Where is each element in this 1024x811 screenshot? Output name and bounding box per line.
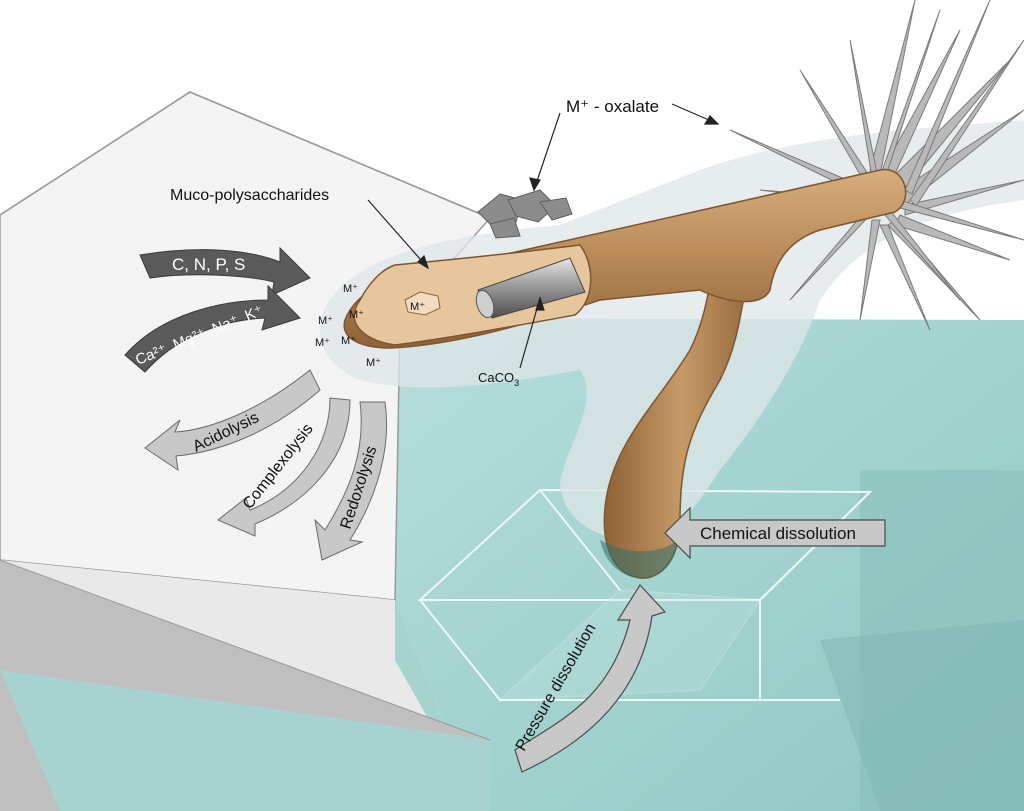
nutrients-arrow: C, N, P, S bbox=[139, 246, 311, 296]
m-ion-label: M⁺ bbox=[349, 309, 364, 321]
caco3-rod bbox=[475, 257, 586, 319]
m-ion-label: M⁺ bbox=[410, 301, 425, 313]
m-ion-label: M⁺ bbox=[341, 335, 356, 347]
muco-polysaccharides-label: Muco-polysaccharides bbox=[170, 187, 329, 204]
m-ion-label: M⁺ bbox=[366, 357, 381, 369]
oxalate-cluster bbox=[719, 0, 1024, 331]
oxalate-clump bbox=[477, 189, 573, 239]
caco3-label: CaCO3 bbox=[478, 370, 519, 388]
nutrients-arrow-label: C, N, P, S bbox=[172, 255, 245, 274]
m-ion-label: M⁺ bbox=[315, 337, 330, 349]
oxalate-label: M⁺ - oxalate bbox=[566, 97, 659, 116]
vacuole bbox=[404, 291, 441, 316]
m-ions: M⁺ M⁺ M⁺ M⁺ M⁺ M⁺ M⁺ bbox=[315, 283, 425, 369]
annotation-lines bbox=[367, 103, 720, 369]
m-ion-label: M⁺ bbox=[318, 315, 333, 327]
chemical-dissolution-label: Chemical dissolution bbox=[700, 524, 856, 543]
mucus-sheath bbox=[319, 120, 1024, 541]
chemical-dissolution-arrow: Chemical dissolution bbox=[664, 506, 886, 560]
hypha-cut-face bbox=[353, 244, 592, 346]
mineral-block-shade bbox=[820, 620, 1024, 811]
m-ion-label: M⁺ bbox=[343, 283, 358, 295]
hypha-tip-shadow bbox=[600, 540, 678, 579]
silicate-block-bottom bbox=[0, 670, 490, 811]
